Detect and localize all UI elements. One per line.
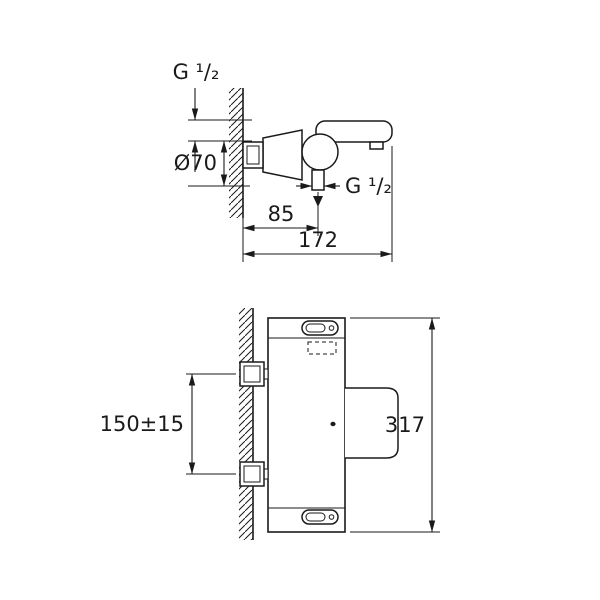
handle-knob — [301, 133, 339, 171]
dim-thread-top-label: G ¹/₂ — [173, 60, 220, 84]
dim-85-label: 85 — [268, 202, 295, 226]
wall-union-top-inner — [243, 365, 261, 383]
dim-outlet-thread-label: G ¹/₂ — [345, 174, 392, 198]
thermostat-housing — [345, 387, 399, 459]
bottom-port-slot — [301, 509, 339, 525]
dim-diameter-label: Ø70 — [174, 151, 217, 175]
escutcheon-body — [262, 129, 303, 181]
hidden-detail-outline — [307, 341, 337, 355]
dim-317-label: 317 — [385, 413, 425, 437]
dim-150-label: 150±15 — [100, 412, 184, 436]
bottom-port-screw — [328, 514, 335, 520]
extension-lines — [188, 119, 393, 262]
dim-172-label: 172 — [298, 228, 338, 252]
front-view: 150±15 317 — [100, 308, 440, 540]
wall-union-nut — [242, 141, 264, 169]
shower-outlet-pipe — [311, 169, 325, 191]
wall-hatch — [229, 88, 243, 218]
top-port-slot-inner — [305, 323, 326, 333]
wall-union-nut-inner — [246, 145, 260, 165]
wall-hatch — [239, 308, 253, 540]
flow-direction-arrow — [313, 196, 323, 207]
body-seam-lines — [268, 337, 345, 509]
wall-union-bottom-inner — [243, 465, 261, 483]
top-port-screw — [328, 325, 335, 331]
side-view: G ¹/₂ Ø70 G ¹/₂ 85 172 — [173, 60, 393, 262]
top-port-slot — [301, 320, 339, 336]
spout — [315, 120, 393, 143]
spout-outlet-nub — [369, 141, 384, 150]
bottom-port-slot-inner — [305, 512, 326, 522]
extension-lines — [186, 317, 440, 533]
indicator-dot — [330, 421, 336, 427]
